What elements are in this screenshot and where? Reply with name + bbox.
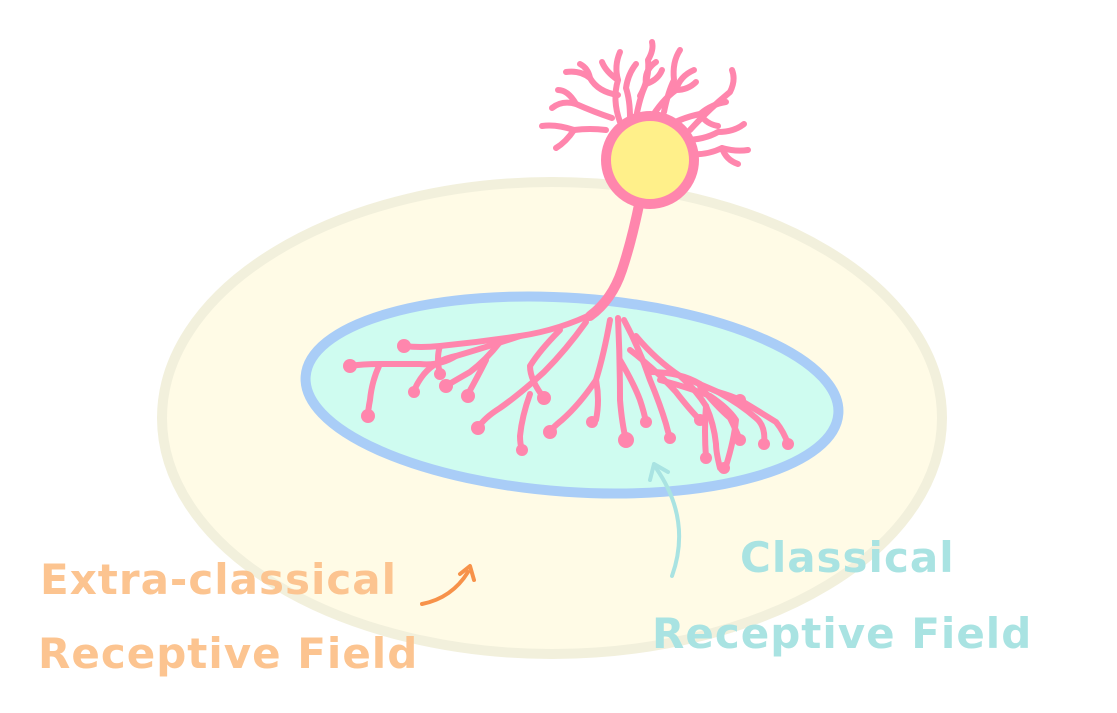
axon [585, 195, 645, 321]
neuron-icon [343, 39, 794, 474]
classical-arrow-icon [648, 462, 682, 578]
classical-label-line1: Classical [740, 533, 955, 582]
extra-classical-label-line1: Extra-classical [40, 555, 397, 604]
soma [601, 111, 699, 209]
extra-arrow-icon [420, 564, 476, 606]
dendrite-tips [343, 339, 794, 474]
extra-classical-label-line2: Receptive Field [38, 629, 418, 678]
classical-label-line2: Receptive Field [652, 609, 1032, 658]
apical-dendrites [539, 39, 751, 167]
